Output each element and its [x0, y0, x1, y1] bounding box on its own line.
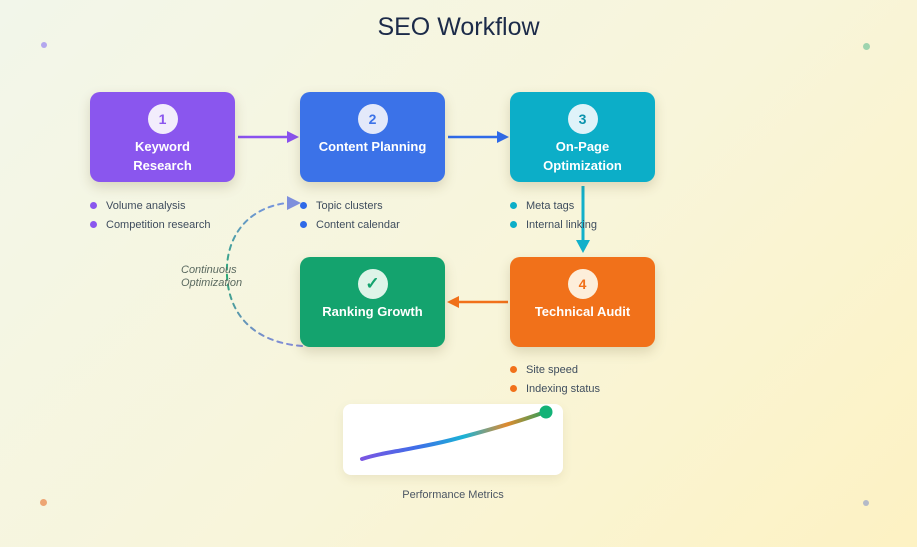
page-title: SEO Workflow [377, 13, 540, 41]
bullet-item: Site speed [510, 360, 600, 379]
bullet-dot-icon [90, 221, 97, 228]
bullet-item: Competition research [90, 215, 211, 234]
node-keyword-research: 1 Keyword Research [90, 92, 235, 182]
node-content-planning: 2 Content Planning [300, 92, 445, 182]
content-planning-bullets: Topic clusters Content calendar [300, 196, 400, 234]
bullet-item: Indexing status [510, 379, 600, 398]
bullet-item: Topic clusters [300, 196, 400, 215]
bullet-dot-icon [300, 202, 307, 209]
node-label: Technical Audit [534, 304, 631, 319]
chart-caption: Performance Metrics [402, 489, 504, 501]
node-label: Ranking Growth [322, 304, 423, 319]
bullet-label: Meta tags [526, 199, 575, 212]
node-label: Content Planning [318, 139, 427, 154]
loop-label-line2: Optimization [181, 277, 243, 290]
bullet-item: Meta tags [510, 196, 597, 215]
technical-audit-bullets: Site speed Indexing status [510, 360, 600, 398]
performance-metrics-sparkline [360, 405, 553, 461]
step-4-badge: 4 [567, 269, 598, 299]
bullet-dot-icon [510, 385, 517, 392]
loop-label-line1: Continuous [181, 264, 237, 276]
bullet-item: Content calendar [300, 215, 400, 234]
decorative-dot-green [863, 43, 870, 50]
bullet-dot-icon [510, 221, 517, 228]
bullet-label: Indexing status [526, 382, 600, 395]
bullet-dot-icon [90, 202, 97, 209]
continuous-optimization-label: Continuous Optimization [181, 264, 242, 291]
decorative-dot-gray [863, 500, 869, 506]
bullet-item: Internal linking [510, 215, 597, 234]
bullet-dot-icon [300, 221, 307, 228]
decorative-dot-orange [40, 499, 47, 506]
bullet-item: Volume analysis [90, 196, 211, 215]
bullet-label: Site speed [526, 363, 578, 376]
bullet-dot-icon [510, 202, 517, 209]
performance-metrics-card [343, 404, 563, 475]
keyword-research-bullets: Volume analysis Competition research [90, 196, 211, 234]
trend-end-dot [539, 405, 553, 419]
bullet-label: Volume analysis [106, 199, 186, 212]
decorative-dot-purple [41, 42, 47, 48]
bullet-dot-icon [510, 366, 517, 373]
bullet-label: Competition research [106, 218, 211, 231]
bullet-label: Internal linking [526, 218, 597, 231]
bullet-label: Content calendar [316, 218, 400, 231]
onpage-optimization-bullets: Meta tags Internal linking [510, 196, 597, 234]
node-label: On-Page Optimization [543, 139, 622, 173]
bullet-label: Topic clusters [316, 199, 383, 212]
node-label: Keyword Research [133, 139, 192, 173]
node-ranking-growth: ✓ Ranking Growth [300, 257, 445, 347]
step-2-badge: 2 [357, 104, 388, 134]
step-3-badge: 3 [567, 104, 598, 134]
node-technical-audit: 4 Technical Audit [510, 257, 655, 347]
step-1-badge: 1 [147, 104, 178, 134]
checkmark-icon: ✓ [357, 269, 388, 299]
node-onpage-optimization: 3 On-Page Optimization [510, 92, 655, 182]
